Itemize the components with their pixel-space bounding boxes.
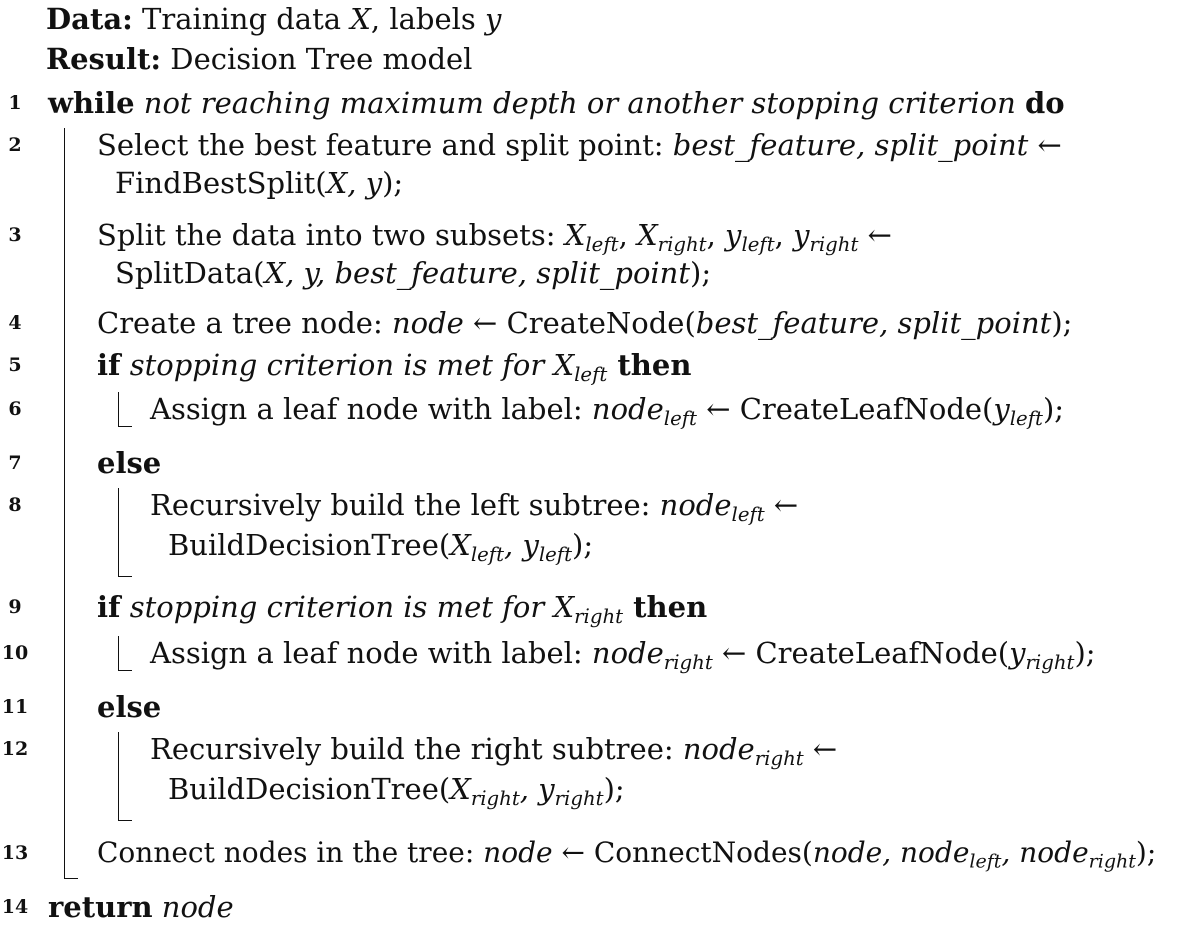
keyword-while: while bbox=[48, 86, 135, 120]
keyword-then: then bbox=[623, 590, 708, 624]
algo-line-7: 7 else bbox=[0, 446, 1198, 480]
if-block-end bbox=[118, 426, 132, 427]
else-block-end bbox=[118, 576, 132, 577]
line-number: 14 bbox=[1, 896, 29, 918]
data-text-2: , labels bbox=[370, 2, 486, 36]
while-block-end bbox=[64, 878, 78, 879]
if-block-bar bbox=[118, 392, 119, 426]
data-y: y bbox=[485, 2, 502, 36]
algo-line-13: 13 Connect nodes in the tree: node ← Con… bbox=[1, 836, 1157, 873]
else-block-end bbox=[118, 820, 132, 821]
algo-line-8: 8 Recursively build the left subtree: no… bbox=[0, 488, 1198, 524]
data-text-1: Training data bbox=[132, 2, 351, 36]
result-text: Decision Tree model bbox=[161, 42, 473, 76]
line-number: 11 bbox=[1, 696, 29, 718]
else-block-bar bbox=[118, 488, 119, 576]
else-block-bar bbox=[118, 732, 119, 820]
algo-line-4: 4 Create a tree node: node ← CreateNode(… bbox=[0, 306, 1198, 340]
line-number: 3 bbox=[8, 224, 22, 246]
algo-line-8-cont: BuildDecisionTree(Xleft, yleft); bbox=[168, 528, 594, 566]
data-label: Data: bbox=[46, 2, 133, 36]
line-number: 5 bbox=[8, 354, 22, 376]
keyword-if: if bbox=[97, 590, 121, 624]
keyword-do: do bbox=[1024, 86, 1065, 120]
algo-line-9: 9 if stopping criterion is met for Xrigh… bbox=[0, 590, 1198, 626]
result-label: Result: bbox=[46, 42, 162, 76]
line-number: 1 bbox=[8, 92, 22, 114]
algo-line-11: 11 else bbox=[0, 690, 1198, 724]
algo-line-12: 12 Recursively build the right subtree: … bbox=[1, 732, 838, 770]
line-number: 2 bbox=[8, 134, 22, 156]
algo-line-3: 3 Split the data into two subsets: Xleft… bbox=[0, 218, 1198, 254]
data-x: X bbox=[350, 2, 371, 36]
algo-line-5: 5 if stopping criterion is met for Xleft… bbox=[0, 348, 1198, 384]
algo-line-1: 1 while not reaching maximum depth or an… bbox=[0, 86, 1198, 120]
loop-condition: not reaching maximum depth or another st… bbox=[134, 86, 1025, 120]
algo-line-10: 10 Assign a leaf node with label: noderi… bbox=[1, 636, 1096, 674]
while-block-bar bbox=[64, 128, 65, 878]
algo-line-2: 2 Select the best feature and split poin… bbox=[0, 128, 1198, 162]
algo-line-14: 14 return node bbox=[1, 890, 234, 924]
line-number: 4 bbox=[8, 312, 22, 334]
line-number: 7 bbox=[8, 452, 22, 474]
algo-line-3-cont: SplitData(X, y, best_feature, split_poin… bbox=[115, 256, 712, 290]
algo-line-6: 6 Assign a leaf node with label: nodelef… bbox=[0, 392, 1198, 428]
line-number: 8 bbox=[8, 494, 22, 516]
keyword-return: return bbox=[48, 890, 153, 924]
line-number: 13 bbox=[1, 842, 29, 864]
keyword-if: if bbox=[97, 348, 121, 382]
if-block-end bbox=[118, 670, 132, 671]
if-block-bar bbox=[118, 636, 119, 670]
algo-line-12-cont: BuildDecisionTree(Xright, yright); bbox=[168, 772, 625, 810]
keyword-then: then bbox=[607, 348, 692, 382]
algo-line-2-cont: FindBestSplit(X, y); bbox=[115, 166, 404, 200]
keyword-else: else bbox=[97, 446, 162, 480]
line-number: 12 bbox=[1, 738, 29, 760]
keyword-else: else bbox=[97, 690, 162, 724]
line-number: 10 bbox=[1, 642, 29, 664]
line-number: 9 bbox=[8, 596, 22, 618]
line-number: 6 bbox=[8, 398, 22, 420]
